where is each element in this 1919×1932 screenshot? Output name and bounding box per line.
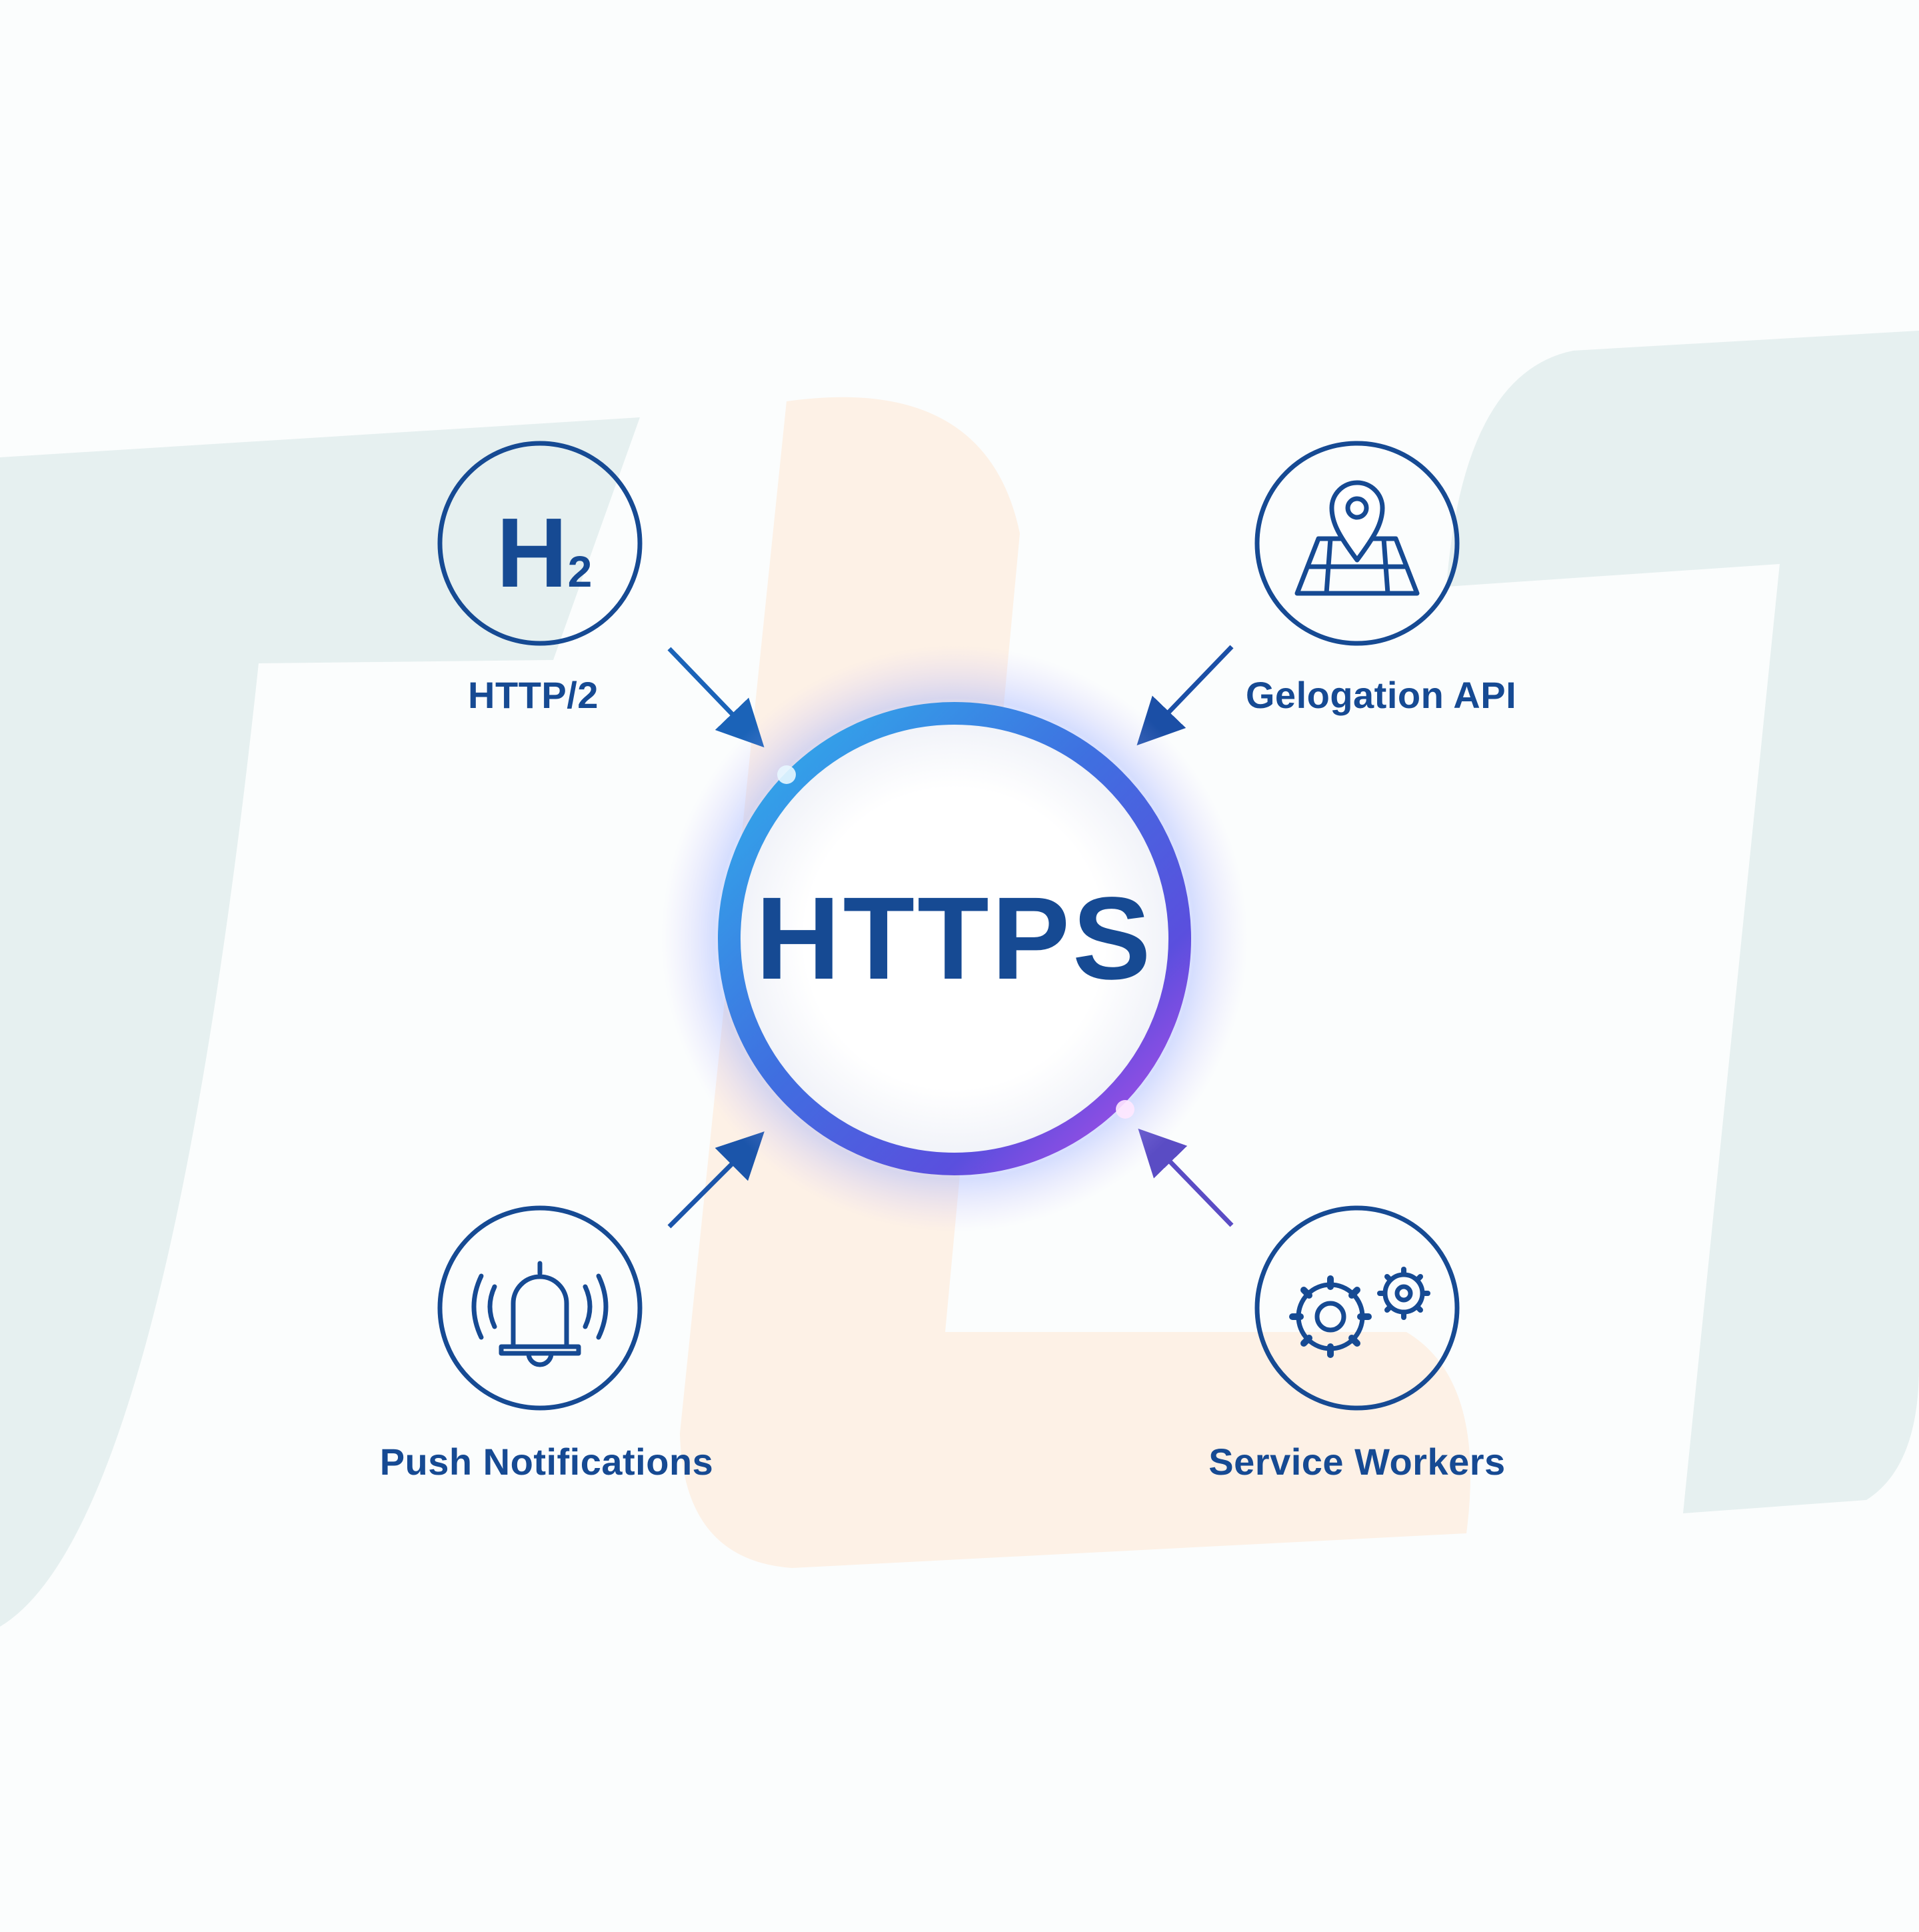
connector-arrows bbox=[667, 645, 1234, 1229]
node-workers bbox=[1254, 1205, 1460, 1411]
svg-text:2: 2 bbox=[568, 547, 593, 596]
hub-title: HTTPS bbox=[755, 873, 1154, 1004]
node-push bbox=[437, 1205, 643, 1411]
node-circle bbox=[437, 1205, 643, 1411]
svg-text:H: H bbox=[497, 498, 568, 608]
label-http2: HTTP/2 bbox=[468, 674, 599, 716]
bell-icon bbox=[471, 1261, 609, 1367]
node-http2: H 2 bbox=[437, 441, 643, 646]
hub-inner bbox=[740, 724, 1169, 1153]
hub-ring bbox=[718, 702, 1191, 1175]
h2-icon: H 2 bbox=[497, 498, 593, 608]
bg-teal-shape-right bbox=[1446, 331, 1919, 1513]
node-geolocation bbox=[1254, 441, 1460, 646]
gears-icon bbox=[1289, 1267, 1430, 1358]
arrow-push bbox=[667, 1131, 765, 1229]
map-pin-icon bbox=[1294, 480, 1420, 596]
label-push: Push Notifications bbox=[379, 1441, 714, 1483]
bg-teal-shape-left bbox=[0, 417, 640, 1627]
node-circle bbox=[1254, 1205, 1460, 1411]
node-circle bbox=[437, 441, 643, 646]
https-hub bbox=[661, 645, 1248, 1232]
hub-ring-highlight-bottom bbox=[1116, 1100, 1134, 1119]
hub-ring-highlight-top bbox=[777, 765, 796, 784]
label-workers: Service Workers bbox=[1208, 1441, 1506, 1483]
arrow-geolocation bbox=[1136, 645, 1234, 746]
node-circle bbox=[1254, 441, 1460, 646]
arrow-http2 bbox=[667, 647, 765, 748]
label-geolocation: Gelogation API bbox=[1245, 674, 1517, 716]
arrow-workers bbox=[1138, 1128, 1234, 1227]
